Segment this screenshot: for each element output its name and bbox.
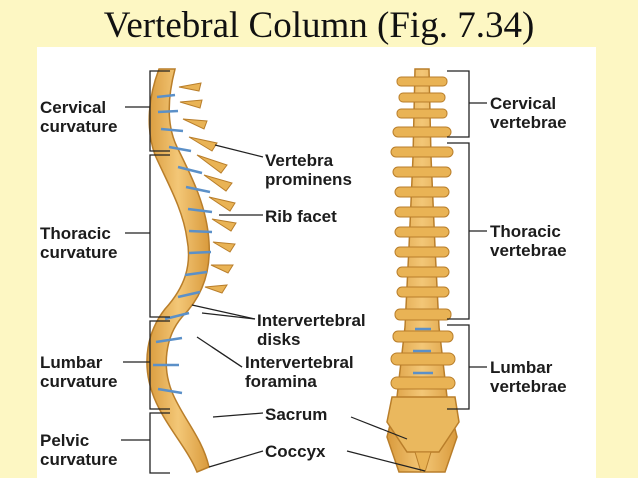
label-coccyx: Coccyx xyxy=(265,442,326,461)
spine-figure: Cervical curvature Thoracic curvature Lu… xyxy=(37,47,596,478)
label-thoracic-curvature: Thoracic curvature xyxy=(40,224,118,262)
label-sacrum: Sacrum xyxy=(265,405,328,424)
posterior-spine-view xyxy=(386,68,460,473)
label-thoracic-vertebrae: Thoracic vertebrae xyxy=(490,222,567,260)
label-cervical-curvature: Cervical curvature xyxy=(40,98,118,136)
label-rib-facet: Rib facet xyxy=(265,207,337,226)
label-pelvic-curvature: Pelvic curvature xyxy=(40,431,118,469)
spine-illustration xyxy=(121,68,487,474)
region-brackets xyxy=(149,70,470,474)
label-lumbar-curvature: Lumbar curvature xyxy=(40,353,118,391)
slide-title: Vertebral Column (Fig. 7.34) xyxy=(103,5,535,46)
label-cervical-vertebrae: Cervical vertebrae xyxy=(490,94,567,132)
label-lumbar-vertebrae: Lumbar vertebrae xyxy=(490,358,567,396)
leader-lines xyxy=(121,102,487,472)
label-intervertebral-foramina: Intervertebral foramina xyxy=(245,353,354,391)
label-intervertebral-disks: Intervertebral disks xyxy=(257,311,366,349)
label-vertebra-prominens: Vertebra prominens xyxy=(265,151,352,189)
lateral-spine-view xyxy=(146,68,237,473)
